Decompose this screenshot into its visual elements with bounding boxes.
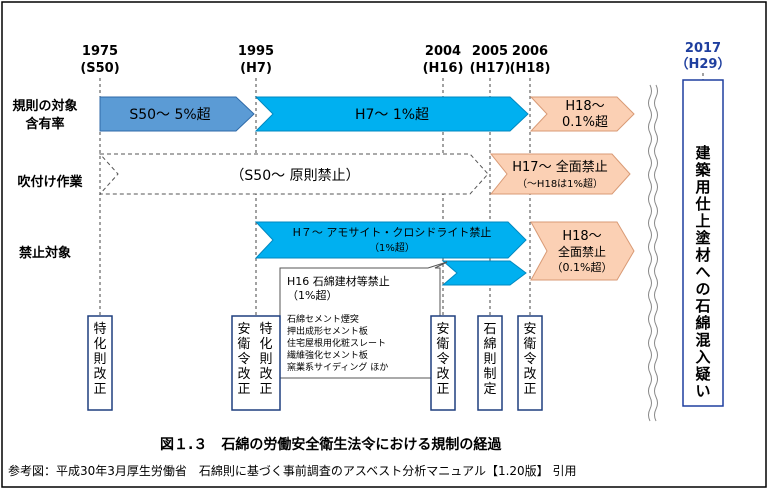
arrow-s50-5pct-label: S50～ 5%超 (129, 107, 210, 123)
box-tokka-1995-text: 特化則改正 (259, 322, 272, 397)
callout-box (279, 261, 448, 379)
callout-subtitle: （1%超） (287, 288, 337, 302)
arrow-spray-s50-label: （S50～ 原則禁止） (230, 168, 359, 184)
year-2017: 2017 (685, 41, 721, 56)
arrow-s50-5pct (99, 96, 255, 132)
box-tokka-1975-text: 特化則改正 (93, 322, 106, 397)
row-label-spraying: 吹付け作業 (17, 174, 83, 190)
figure-caption: 図１.３ 石綿の労働安全衛生法令における規制の経過 (160, 436, 502, 453)
callout-item-1: 石綿セメント煙突 (287, 313, 359, 325)
arrow-spray-s50 (98, 153, 489, 195)
box-sekimen-2005-text: 石綿則制定 (483, 322, 496, 397)
era-2005: (H17) (470, 61, 511, 76)
box-anei-2006-text: 安衛令改正 (523, 322, 536, 397)
era-1995: (H7) (240, 61, 272, 76)
year-2004: 2004 (425, 44, 461, 59)
source-footer: 参考図：平成30年3月厚生労働省 石綿則に基づく事前調査のアスベスト分析マニュア… (8, 463, 576, 478)
box-sekimen-2005 (477, 315, 503, 411)
arrow-ban-h7-label-2: （1%超） (369, 241, 415, 254)
year-2005: 2005 (472, 44, 508, 59)
box-tokka-1975 (87, 315, 113, 411)
box-kenchiku-2017-text: 建築用仕上塗材への石綿混入疑い (694, 144, 711, 400)
era-2006: (H18) (510, 61, 551, 76)
arrow-ban-h18-label-1: H18～ (562, 229, 601, 244)
arrow-h7-1pct-label: H7～ 1%超 (355, 107, 429, 123)
callout-item-2: 押出成形セメント板 (287, 325, 368, 337)
year-1975: 1975 (82, 44, 118, 59)
row-label-content-rate-1: 規則の対象 (12, 98, 77, 114)
box-kenchiku-2017 (682, 79, 724, 407)
arrow-spray-h17-label-1: H17～ 全面禁止 (512, 159, 607, 175)
arrow-h18-01pct-label-1: H18～ (565, 99, 604, 114)
box-anei-1995-text: 安衛令改正 (237, 322, 250, 397)
callout-title: H16 石綿建材等禁止 (287, 274, 390, 288)
callout-item-3: 住宅屋根用化粧スレート (287, 337, 386, 349)
arrow-ban-h7-label-1: H７～ アモサイト・クロシドライト禁止 (293, 226, 492, 239)
box-anei-2006 (517, 315, 543, 411)
year-1995: 1995 (238, 44, 274, 59)
box-anei-2004-text: 安衛令改正 (436, 322, 449, 397)
arrow-ban-h16 (441, 260, 527, 286)
arrow-h7-1pct (254, 96, 529, 132)
arrow-ban-h18 (530, 221, 635, 281)
era-2004: (H16) (423, 61, 464, 76)
arrow-spray-h17 (489, 153, 631, 195)
row-label-prohibited: 禁止対象 (19, 245, 71, 261)
row-label-content-rate-2: 含有率 (24, 116, 64, 132)
year-2006: 2006 (512, 44, 548, 59)
callout-item-5: 窯業系サイディング ほか (287, 361, 388, 373)
arrow-spray-h17-label-2: （～H18は1%超） (517, 177, 603, 190)
box-anei-2004 (430, 315, 456, 411)
arrow-ban-h7 (254, 221, 527, 259)
arrow-ban-h18-label-2: 全面禁止 (558, 244, 606, 259)
h16-callout: H16 石綿建材等禁止 （1%超） 石綿セメント煙突 押出成形セメント板 住宅屋… (279, 261, 448, 379)
era-1975: (S50) (80, 61, 119, 76)
timeline-guides (99, 73, 704, 315)
box-anei-1995 (231, 315, 281, 411)
axis-break (648, 84, 658, 422)
arrow-h18-01pct (529, 96, 635, 132)
arrow-h18-01pct-label-2: 0.1%超 (562, 115, 608, 130)
callout-item-4: 繊維強化セメント板 (287, 349, 368, 361)
arrow-ban-h18-label-3: （0.1%超） (552, 260, 613, 274)
era-2017: （H29） (676, 56, 731, 72)
